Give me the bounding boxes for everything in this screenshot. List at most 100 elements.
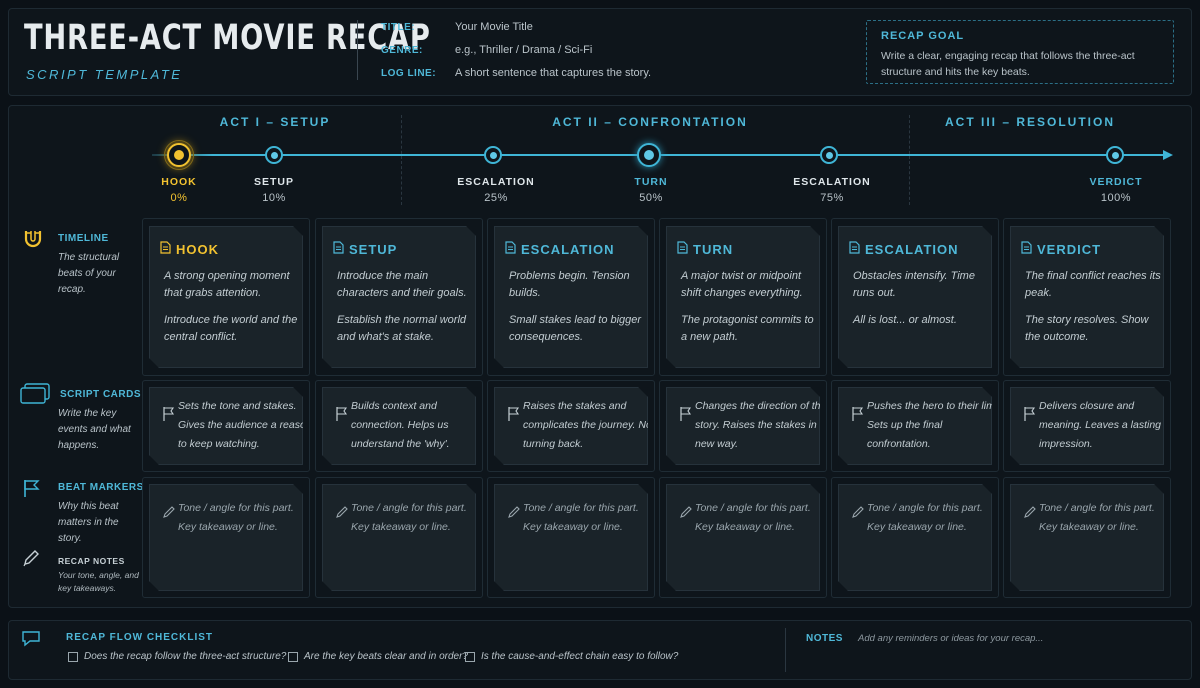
script-card-escalation-2[interactable]: ESCALATION Obstacles intensify. Time run… — [838, 226, 992, 368]
script-card-frame-escalation-2 — [831, 218, 999, 376]
script-card-turn[interactable]: TURN A major twist or midpoint shift cha… — [666, 226, 820, 368]
recap-note-frame-escalation-2 — [831, 477, 999, 598]
checkbox[interactable] — [68, 651, 78, 662]
script-card-title: SETUP — [333, 241, 397, 257]
checklist-item-3[interactable]: Is the cause-and-effect chain easy to fo… — [465, 651, 678, 662]
beat-marker-frame-setup — [315, 380, 483, 472]
script-card-text-2: Introduce the world and the central conf… — [164, 314, 298, 343]
beat-label-escalation-2: ESCALATION — [793, 176, 871, 188]
beat-marker-hook[interactable]: Sets the tone and stakes. Gives the audi… — [149, 387, 303, 465]
checklist-item-label: Does the recap follow the three-act stru… — [84, 651, 287, 662]
beat-marker-escalation-2[interactable]: Pushes the hero to their limit. Sets up … — [838, 387, 992, 465]
sidebar-beat-markers-desc: Why this beat matters in the story. — [58, 501, 119, 544]
beat-node-escalation-1[interactable] — [484, 146, 502, 164]
script-card-hook[interactable]: HOOK A strong opening moment that grabs … — [149, 226, 303, 368]
script-card-title: HOOK — [160, 241, 219, 257]
checklist-item-1[interactable]: Does the recap follow the three-act stru… — [68, 651, 286, 662]
beat-marker-frame-escalation-1 — [487, 380, 655, 472]
pencil-icon — [23, 550, 39, 567]
act-2-label: ACT II – CONFRONTATION — [552, 115, 748, 129]
script-card-frame-turn — [659, 218, 827, 376]
document-icon — [1021, 241, 1032, 257]
recap-note-text: Tone / angle for this part. Key takeaway… — [695, 502, 811, 533]
recap-note-escalation-2[interactable]: Tone / angle for this part. Key takeaway… — [838, 484, 992, 591]
pencil-icon — [1023, 505, 1037, 519]
script-card-setup[interactable]: SETUP Introduce the main characters and … — [322, 226, 476, 368]
recap-note-frame-hook — [142, 477, 310, 598]
script-card-title-text: VERDICT — [1037, 241, 1102, 257]
beat-pct-escalation-2: 75% — [820, 192, 844, 204]
beat-marker-frame-hook — [142, 380, 310, 472]
pencil-icon — [335, 505, 349, 519]
script-card-text-2: Establish the normal world and what's at… — [337, 314, 467, 343]
beat-pct-hook: 0% — [170, 192, 188, 204]
recap-goal-box: RECAP GOAL Write a clear, engaging recap… — [866, 20, 1174, 84]
meta-logline-label: LOG LINE: — [381, 68, 437, 79]
script-card-frame-verdict — [1003, 218, 1171, 376]
beat-pct-verdict: 100% — [1100, 192, 1132, 204]
header-panel — [8, 8, 1192, 96]
recap-goal-title: RECAP GOAL — [881, 30, 965, 42]
beat-label-verdict: VERDICT — [1089, 176, 1143, 188]
document-icon — [333, 241, 344, 257]
recap-note-setup[interactable]: Tone / angle for this part. Key takeaway… — [322, 484, 476, 591]
meta-genre-value[interactable]: e.g., Thriller / Drama / Sci-Fi — [455, 44, 593, 56]
beat-node-setup[interactable] — [265, 146, 283, 164]
sidebar-script-cards-desc: Write the key events and what happens. — [58, 408, 131, 451]
beat-marker-text: Pushes the hero to their limit. Sets up … — [867, 400, 1003, 450]
checkbox[interactable] — [288, 651, 298, 662]
sidebar-timeline-title: TIMELINE — [58, 233, 109, 244]
checklist-item-2[interactable]: Are the key beats clear and in order? — [288, 651, 468, 662]
beat-marker-text: Sets the tone and stakes. Gives the audi… — [178, 400, 312, 450]
beat-marker-escalation-1[interactable]: Raises the stakes and complicates the jo… — [494, 387, 648, 465]
beat-label-hook: HOOK — [161, 176, 197, 188]
script-card-text-1: The final conflict reaches its peak. — [1025, 270, 1161, 299]
recap-note-text: Tone / angle for this part. Key takeaway… — [1039, 502, 1155, 533]
checklist-item-label: Are the key beats clear and in order? — [304, 651, 468, 662]
recap-note-turn[interactable]: Tone / angle for this part. Key takeaway… — [666, 484, 820, 591]
meta-logline-value[interactable]: A short sentence that captures the story… — [455, 67, 652, 79]
script-card-verdict[interactable]: VERDICT The final conflict reaches its p… — [1010, 226, 1164, 368]
notes-input[interactable]: Add any reminders or ideas for your reca… — [858, 633, 1044, 644]
flag-icon — [162, 406, 175, 422]
checkbox[interactable] — [465, 651, 475, 662]
pencil-icon — [507, 505, 521, 519]
beat-pct-setup: 10% — [262, 192, 286, 204]
script-card-title-text: HOOK — [176, 241, 219, 257]
timeline-arrow-icon — [1163, 150, 1173, 160]
act-1-label: ACT I – SETUP — [219, 115, 331, 129]
flag-icon — [851, 406, 864, 422]
recap-note-hook[interactable]: Tone / angle for this part. Key takeaway… — [149, 484, 303, 591]
script-card-frame-hook — [142, 218, 310, 376]
script-card-escalation-1[interactable]: ESCALATION Problems begin. Tension build… — [494, 226, 648, 368]
recap-note-frame-setup — [315, 477, 483, 598]
beat-label-escalation-1: ESCALATION — [457, 176, 535, 188]
recap-note-verdict[interactable]: Tone / angle for this part. Key takeaway… — [1010, 484, 1164, 591]
magnet-icon — [24, 231, 42, 248]
beat-node-turn[interactable] — [637, 143, 661, 167]
recap-note-text: Tone / angle for this part. Key takeaway… — [178, 502, 294, 533]
header-divider — [357, 20, 358, 80]
beat-node-escalation-2[interactable] — [820, 146, 838, 164]
beat-node-hook[interactable] — [167, 143, 191, 167]
recap-note-escalation-1[interactable]: Tone / angle for this part. Key takeaway… — [494, 484, 648, 591]
script-card-text-2: Small stakes lead to bigger consequences… — [509, 314, 642, 343]
script-card-text-1: A strong opening moment that grabs atten… — [164, 270, 290, 299]
pencil-icon — [162, 505, 176, 519]
flag-icon — [679, 406, 692, 422]
beat-marker-frame-verdict — [1003, 380, 1171, 472]
script-card-text-1: A major twist or midpoint shift changes … — [681, 270, 803, 299]
beat-label-setup: SETUP — [253, 176, 294, 188]
script-card-text-1: Obstacles intensify. Time runs out. — [853, 270, 975, 299]
page-title: THREE-ACT MOVIE RECAP — [24, 18, 431, 58]
beat-marker-verdict[interactable]: Delivers closure and meaning. Leaves a l… — [1010, 387, 1164, 465]
script-card-text-1: Problems begin. Tension builds. — [509, 270, 630, 299]
beat-marker-text: Raises the stakes and complicates the jo… — [523, 400, 652, 450]
script-card-text-2: The protagonist commits to a new path. — [681, 314, 814, 343]
beat-marker-turn[interactable]: Changes the direction of the story. Rais… — [666, 387, 820, 465]
meta-title-value[interactable]: Your Movie Title — [455, 21, 533, 33]
checklist-item-label: Is the cause-and-effect chain easy to fo… — [481, 651, 679, 662]
beat-marker-setup[interactable]: Builds context and connection. Helps us … — [322, 387, 476, 465]
chat-bubble-icon — [22, 631, 40, 647]
beat-node-verdict[interactable] — [1106, 146, 1124, 164]
